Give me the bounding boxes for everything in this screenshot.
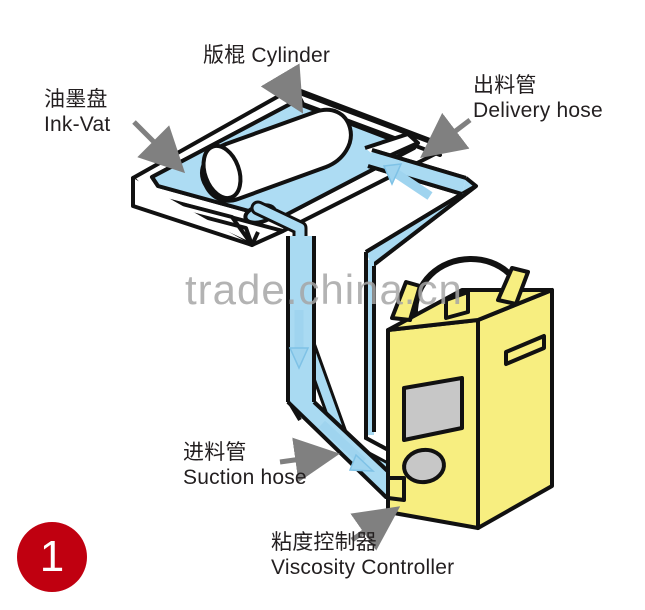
controller-side-face xyxy=(476,288,554,530)
delivery-hose-drop-left2 xyxy=(364,252,393,454)
cylinder-end-cap xyxy=(201,143,243,201)
pointer-ink-vat xyxy=(132,120,186,174)
delivery-hose-drop-fill xyxy=(366,260,374,435)
label-ink-vat-en: Ink-Vat xyxy=(44,112,111,136)
delivery-hose-group xyxy=(364,132,478,454)
label-viscosity-controller-cn: 粘度控制器 xyxy=(271,531,377,554)
suction-hose-group xyxy=(250,200,404,499)
suction-flow-arrow-vertical xyxy=(288,310,310,370)
controller-side-vent xyxy=(504,334,546,366)
controller-bracket-right xyxy=(496,266,530,306)
controller-bracket-mid xyxy=(444,290,470,320)
pointer-delivery-hose xyxy=(420,112,472,159)
step-number-badge: 1 xyxy=(17,522,87,592)
pointer-viscosity-controller xyxy=(350,506,401,551)
controller-display[interactable] xyxy=(402,376,464,442)
ink-vat-corner xyxy=(250,231,260,246)
label-delivery-hose-cn: 出料管 xyxy=(473,74,537,97)
delivery-hose-bottom-edge2 xyxy=(367,164,463,196)
label-suction-hose-cn: 进料管 xyxy=(183,441,247,464)
suction-flow-arrow-diagonal xyxy=(318,420,375,472)
delivery-hose-top-edge2 xyxy=(371,148,467,180)
ink-vat-side-wall xyxy=(131,178,253,247)
delivery-hose-top-fill xyxy=(368,150,466,194)
ink-vat-basin-edge xyxy=(150,100,416,221)
controller-knob[interactable] xyxy=(402,447,446,485)
label-cylinder-cn: 版棍 Cylinder xyxy=(203,44,331,67)
label-delivery-hose-en: Delivery hose xyxy=(473,98,603,122)
controller-hose-inlet xyxy=(386,476,406,502)
label-cylinder: 版棍 Cylinder xyxy=(203,44,330,69)
pointer-suction-hose xyxy=(279,437,340,483)
label-suction-hose-en: Suction hose xyxy=(183,465,307,489)
delivery-hose-desc-left2 xyxy=(364,192,464,254)
delivery-flow-arrow xyxy=(382,163,433,200)
cylinder-group xyxy=(200,107,353,225)
controller-bracket-left xyxy=(390,280,422,322)
delivery-hose-desc-right2 xyxy=(370,184,478,268)
pointer-cylinder xyxy=(260,63,304,114)
suction-hose-diag-upper2 xyxy=(312,400,397,480)
pointer-arrows xyxy=(132,63,472,551)
label-delivery-hose: 出料管 Delivery hose xyxy=(473,74,603,124)
label-viscosity-controller-en: Viscosity Controller xyxy=(271,555,455,579)
label-ink-vat: 油墨盘 Ink-Vat xyxy=(44,88,110,138)
label-ink-vat-cn: 油墨盘 xyxy=(44,88,108,111)
label-viscosity-controller: 粘度控制器 Viscosity Controller xyxy=(271,531,454,581)
label-suction-hose: 进料管 Suction hose xyxy=(183,441,307,491)
viscosity-controller-group xyxy=(386,266,554,530)
